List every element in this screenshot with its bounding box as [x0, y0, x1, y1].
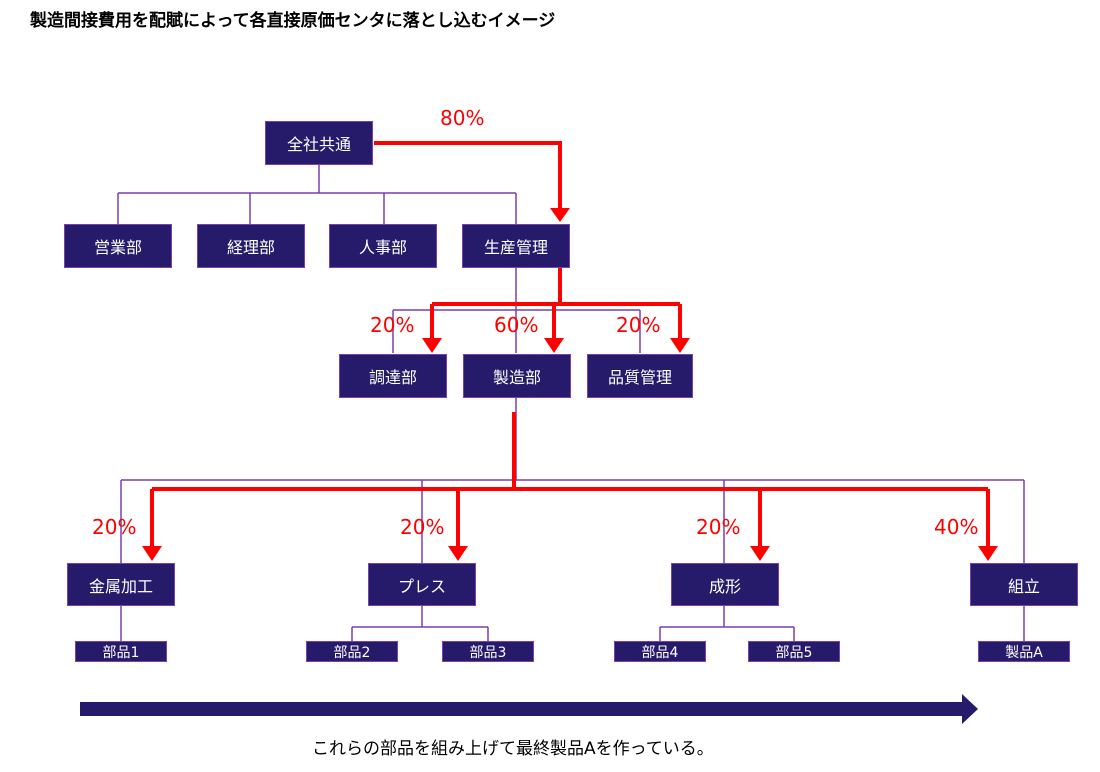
arrowhead-seikei: [750, 546, 770, 561]
arrowhead-hinshitsu: [670, 338, 690, 353]
node-kumitate: 組立: [970, 563, 1078, 606]
pct-to-seisan: 80%: [440, 106, 485, 130]
allocation-arrows: [150, 141, 990, 552]
node-keiri: 経理部: [197, 224, 305, 268]
node-buhin5: 部品5: [748, 641, 840, 662]
pct-to-kumitate: 40%: [934, 515, 979, 539]
assembly-flow-arrow: [80, 694, 978, 724]
node-seizo: 製造部: [463, 354, 571, 398]
node-buhin1: 部品1: [75, 641, 167, 662]
arrowhead-chotatsu: [422, 338, 442, 353]
node-buhin4: 部品4: [614, 641, 706, 662]
node-buhin2: 部品2: [306, 641, 398, 662]
node-kinzoku: 金属加工: [67, 563, 175, 606]
node-chotatsu: 調達部: [339, 354, 447, 398]
arrowhead-seizo: [544, 338, 564, 353]
node-buhin3: 部品3: [442, 641, 534, 662]
node-eigyo: 営業部: [64, 224, 172, 268]
node-seikei: 成形: [671, 563, 779, 606]
flow-caption: これらの部品を組み上げて最終製品Aを作っている。: [312, 739, 714, 759]
arrowhead-kumitate: [978, 546, 998, 561]
diagram-title: 製造間接費用を配賦によって各直接原価センタに落とし込むイメージ: [30, 11, 556, 31]
arrowhead-press: [448, 546, 468, 561]
node-jinji: 人事部: [329, 224, 437, 268]
pct-to-seikei: 20%: [696, 515, 741, 539]
arrowhead-seisan: [550, 208, 570, 222]
node-zensha: 全社共通: [265, 121, 373, 165]
node-press: プレス: [368, 563, 476, 606]
allocation-arrowheads: [142, 208, 998, 561]
node-seisan: 生産管理: [462, 224, 570, 268]
node-seihinA: 製品A: [978, 641, 1070, 662]
pct-to-chotatsu: 20%: [370, 313, 415, 337]
pct-to-hinshitsu: 20%: [616, 313, 661, 337]
pct-to-seizo: 60%: [494, 313, 539, 337]
pct-to-press: 20%: [400, 515, 445, 539]
pct-to-kinzoku: 20%: [92, 515, 137, 539]
node-hinshitsu: 品質管理: [587, 354, 693, 398]
arrowhead-kinzoku: [142, 546, 162, 561]
